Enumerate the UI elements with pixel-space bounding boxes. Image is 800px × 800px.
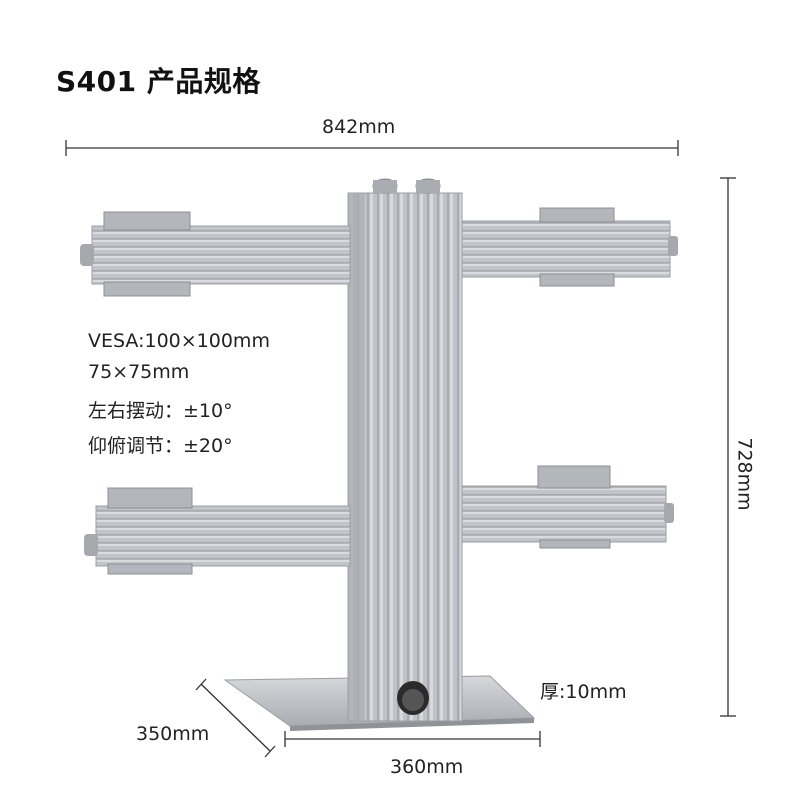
height-dimension-line xyxy=(720,177,736,717)
upper-left-arm xyxy=(80,211,351,297)
depth-dimension-line xyxy=(195,678,276,758)
lower-right-arm xyxy=(461,465,674,549)
spec-swivel: 左右摆动：±10° xyxy=(88,400,233,422)
base-width-dimension-line xyxy=(284,731,541,747)
spec-tilt: 仰俯调节：±20° xyxy=(88,435,233,457)
depth-label: 350mm xyxy=(136,723,210,745)
thickness-label: 厚:10mm xyxy=(540,681,627,703)
upper-right-arm xyxy=(461,207,678,287)
page-title: S401 产品规格 xyxy=(56,65,261,98)
spec-vesa-small: 75×75mm xyxy=(88,361,190,383)
base-width-label: 360mm xyxy=(390,756,464,778)
lower-left-arm xyxy=(84,487,351,575)
main-column xyxy=(347,178,463,722)
width-dimension-line xyxy=(65,140,679,156)
spec-vesa: VESA:100×100mm xyxy=(88,330,270,352)
height-label: 728mm xyxy=(733,437,756,511)
width-label: 842mm xyxy=(322,116,396,138)
